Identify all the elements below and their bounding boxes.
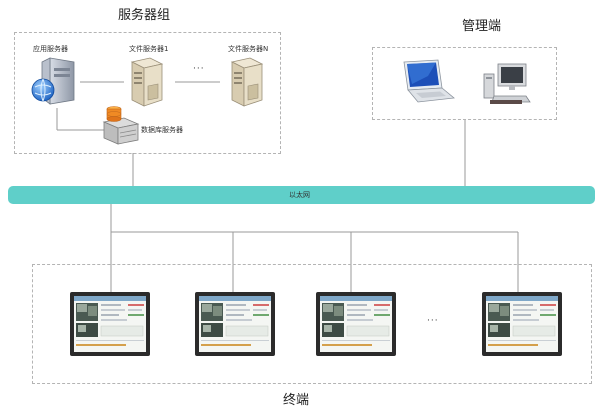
terminal-ellipsis: ··· xyxy=(427,316,439,326)
terminal-monitor-4 xyxy=(482,292,562,356)
terminal-group-box xyxy=(32,264,592,384)
terminal-title: 终端 xyxy=(283,393,310,408)
database-server-icon xyxy=(100,104,140,146)
desktop-computer-icon xyxy=(480,60,532,106)
ethernet-bar xyxy=(8,186,595,204)
server-ellipsis: ··· xyxy=(193,64,205,74)
app-server-label: 应用服务器 xyxy=(33,45,68,53)
server-group-box xyxy=(14,32,281,154)
server-group-title: 服务器组 xyxy=(118,8,171,23)
terminal-monitor-1 xyxy=(70,292,150,356)
admin-group-box xyxy=(372,47,557,120)
terminal-monitor-3 xyxy=(316,292,396,356)
app-server-icon xyxy=(30,56,80,108)
ethernet-label: 以太网 xyxy=(289,191,310,199)
terminal-monitor-2 xyxy=(195,292,275,356)
db-server-label: 数据库服务器 xyxy=(141,126,183,134)
file-server-n-icon xyxy=(224,56,266,108)
file-server-1-label: 文件服务器1 xyxy=(129,45,169,53)
file-server-n-label: 文件服务器N xyxy=(228,45,269,53)
laptop-icon xyxy=(398,58,456,104)
file-server-1-icon xyxy=(124,56,166,108)
admin-title: 管理端 xyxy=(462,19,502,34)
